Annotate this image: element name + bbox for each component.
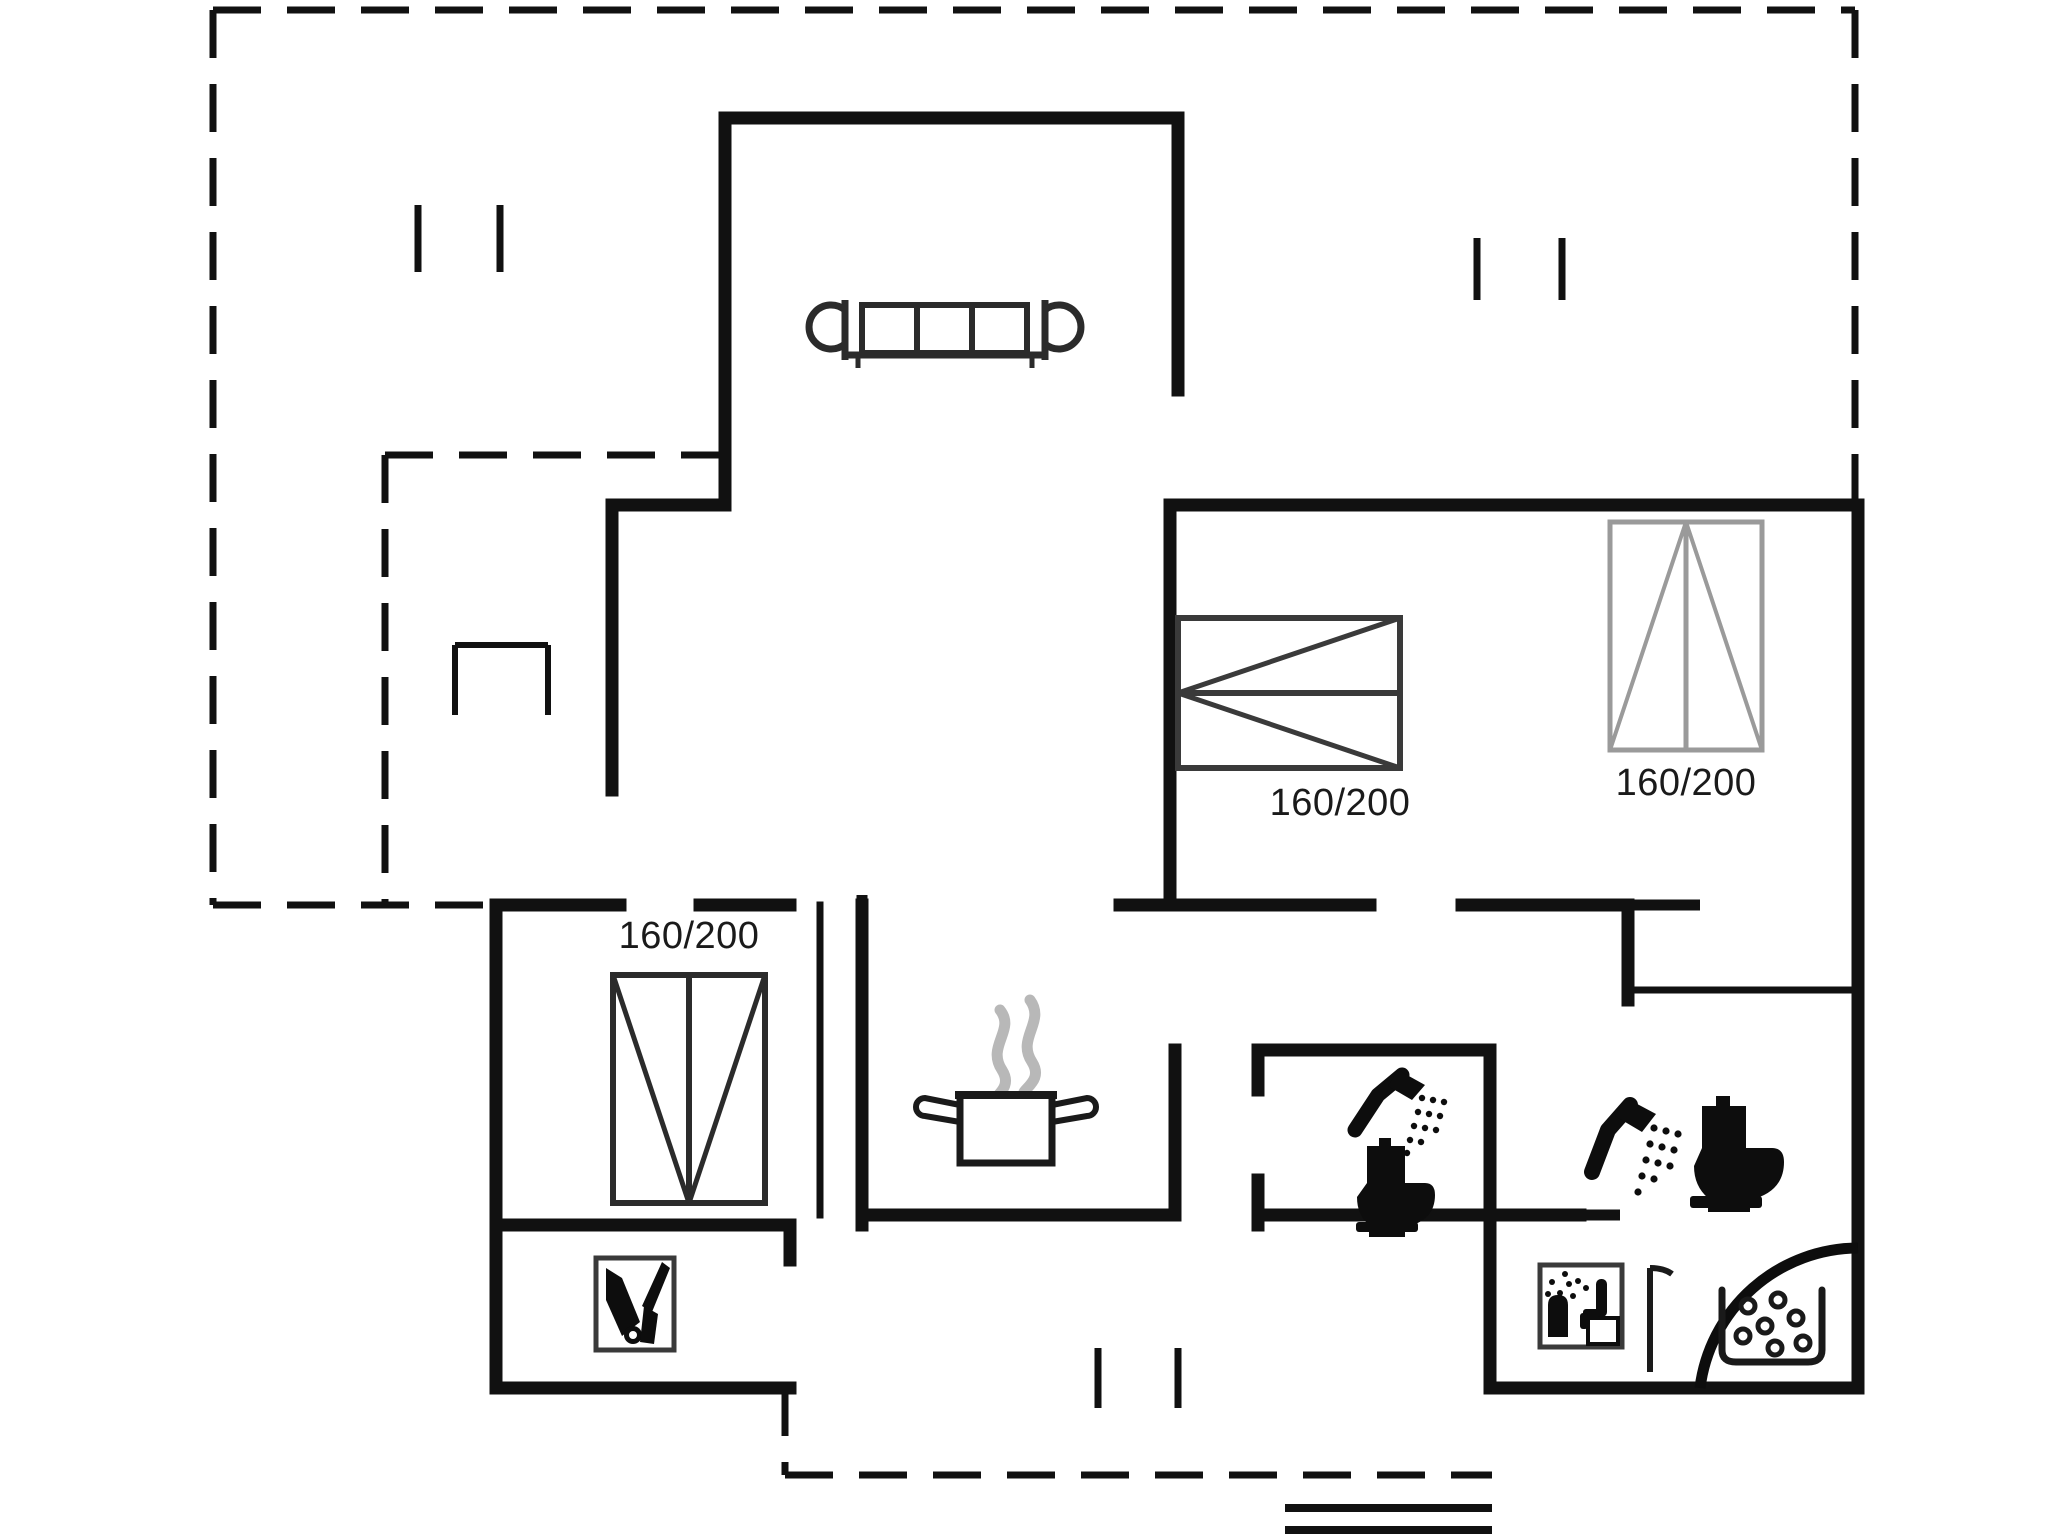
window-mark-icon [1094,1348,1182,1408]
terrace-boundary-dashed [209,6,1859,1479]
door-jambs [856,895,1700,1225]
shower-icon [1347,1067,1448,1157]
bed-icon-right [1607,519,1765,753]
bed-dimension-label-right: 160/200 [1616,762,1757,804]
bed-dimension-label-center: 160/200 [1270,782,1411,824]
bed-icon-left [610,972,768,1206]
sauna-icon [1537,1262,1625,1350]
sofa-icon [805,300,1085,368]
window-marks [414,205,1566,1408]
bed-dimension-label-left: 160/200 [619,915,760,957]
threshold-lines [1285,1504,1492,1534]
cleaning-tools-icon [593,1255,677,1353]
door-swing-line [1647,1265,1674,1372]
bathroom-large-fixtures [1584,1096,1784,1212]
shower-icon [1584,1097,1682,1196]
interior-walls [816,516,1862,1392]
bathroom-small-fixtures [1347,1067,1448,1237]
exterior-walls [489,111,1865,1395]
outdoor-table-icon [452,642,551,715]
window-mark-icon [1473,238,1566,300]
whirlpool-icon [1694,1242,1859,1389]
bed-icon-center [1175,615,1403,771]
toilet-icon [1690,1096,1784,1212]
cooking-pot-icon [913,994,1099,1167]
toilet-icon [1356,1138,1435,1237]
window-mark-icon [414,205,504,272]
